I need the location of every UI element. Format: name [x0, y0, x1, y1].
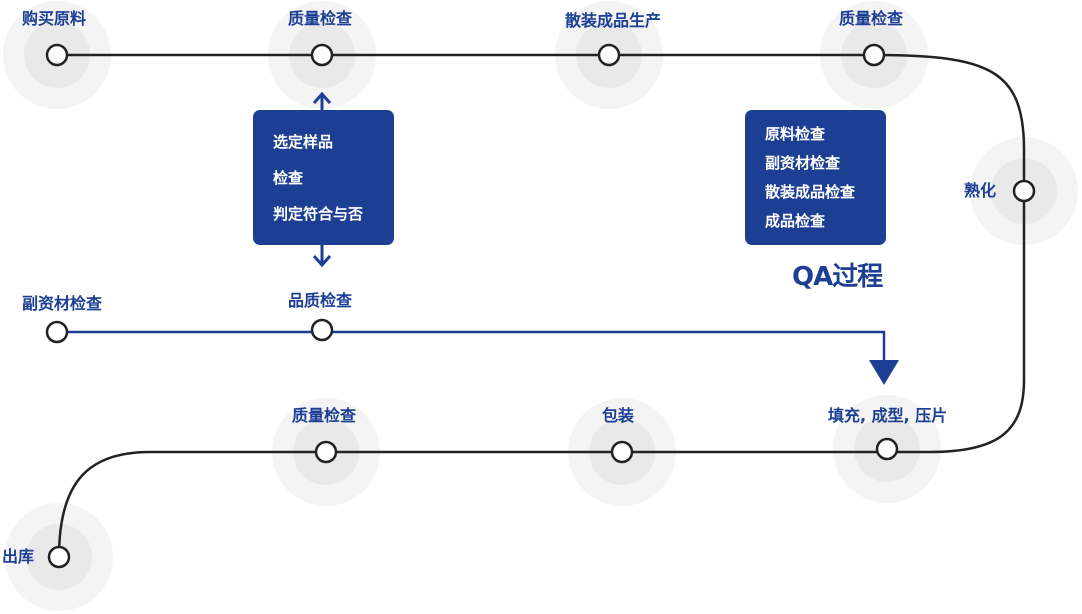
node-dot-bulk — [597, 43, 621, 67]
label-fill: 填充, 成型, 压片 — [828, 406, 948, 425]
label-qc2: 质量检查 — [839, 9, 904, 28]
label-package: 包装 — [602, 406, 635, 425]
label-qc3: 质量检查 — [292, 406, 357, 425]
qa-process-title: QA过程 — [792, 262, 883, 292]
node-dot-outbound — [47, 545, 71, 569]
node-dot-quality-check — [310, 318, 334, 342]
node-dot-aux-check — [45, 320, 69, 344]
node-dot-qc2 — [862, 43, 886, 67]
sample-inspection-box: 选定样品 检查 判定符合与否 — [253, 110, 394, 245]
node-dot-fill — [875, 437, 899, 461]
qa-box-line-3: 散装成品检查 — [765, 183, 856, 201]
node-dot-qc3 — [314, 440, 338, 464]
node-dot-package — [610, 440, 634, 464]
node-dot-purchase — [45, 43, 69, 67]
down-arrow-icon — [312, 245, 332, 268]
qa-box-line-2: 副资材检查 — [765, 154, 841, 172]
label-qc1: 质量检查 — [288, 9, 353, 28]
label-mature: 熟化 — [964, 181, 997, 200]
qa-process-box: 原料检查 副资材检查 散装成品检查 成品检查 — [745, 110, 886, 245]
node-dot-mature — [1012, 179, 1036, 203]
node-halos — [3, 1, 1078, 611]
label-bulk: 散装成品生产 — [565, 11, 662, 30]
qa-box-line-4: 成品检查 — [765, 212, 826, 230]
label-aux-check: 副资材检查 — [22, 294, 103, 313]
branch-arrow-head — [869, 360, 899, 385]
sample-box-line-3: 判定符合与否 — [273, 205, 364, 223]
up-arrow-icon — [312, 91, 332, 110]
label-purchase: 购买原料 — [22, 9, 87, 28]
main-flow-line — [57, 53, 1026, 558]
sample-box-line-1: 选定样品 — [273, 133, 334, 151]
label-quality-check: 品质检查 — [288, 291, 353, 310]
sample-box-line-2: 检查 — [273, 169, 304, 187]
label-outbound: 出库 — [2, 547, 35, 566]
quality-check-branch-line — [57, 330, 886, 362]
node-dot-qc1 — [310, 43, 334, 67]
qa-box-line-1: 原料检查 — [765, 125, 826, 143]
